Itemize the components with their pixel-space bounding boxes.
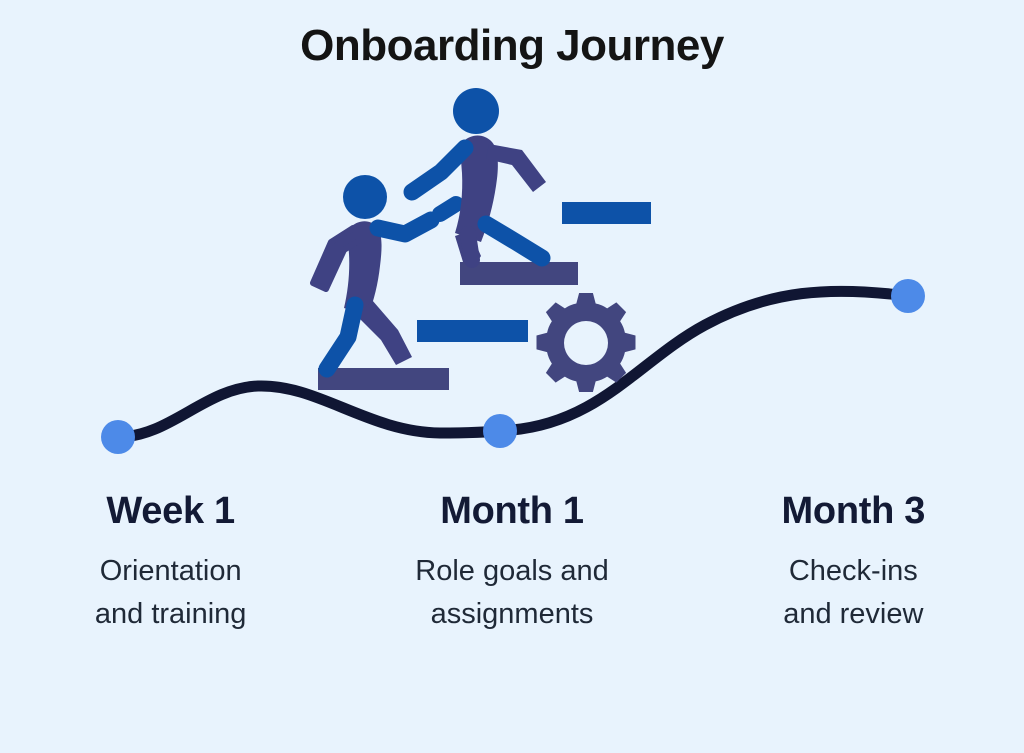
milestone-dot-month-3[interactable]	[891, 279, 925, 313]
lead-person-head	[453, 88, 499, 134]
accent-bar-left	[417, 320, 528, 342]
step-bar-high	[460, 262, 578, 285]
milestone-month-3-description: Check-ins and review	[783, 554, 924, 630]
milestone-labels-row: Week 1 Orientation and training Month 1 …	[0, 490, 1024, 672]
lead-person-helping-arm	[403, 139, 474, 201]
lead-person-figure	[403, 88, 551, 268]
lead-person-front-shin	[460, 226, 480, 268]
following-person-head	[343, 175, 387, 219]
lead-person-torso	[455, 135, 498, 242]
milestone-month-3-title: Month 3	[781, 490, 926, 532]
milestone-month-3[interactable]: Month 3 Check-ins and review	[683, 490, 1024, 672]
milestone-dot-week-1[interactable]	[101, 420, 135, 454]
milestone-month-1[interactable]: Month 1 Role goals and assignments	[341, 490, 682, 672]
lead-person-right-arm	[486, 144, 546, 192]
following-person-reaching-arm	[369, 211, 440, 243]
milestone-week-1-description: Orientation and training	[94, 554, 247, 630]
helping-hand-connection	[432, 196, 464, 222]
milestone-month-1-title: Month 1	[440, 490, 584, 532]
gear-icon	[536, 292, 636, 392]
lead-person-back-leg	[477, 215, 551, 267]
milestone-week-1[interactable]: Week 1 Orientation and training	[0, 490, 341, 672]
following-person-back-arm	[310, 225, 363, 292]
page-title: Onboarding Journey	[300, 21, 724, 70]
following-person-back-leg	[358, 300, 412, 365]
step-bar-low	[318, 368, 449, 390]
following-person-front-leg	[318, 296, 364, 378]
journey-progress-curve	[112, 285, 914, 443]
milestone-week-1-title: Week 1	[106, 490, 235, 532]
milestone-dot-month-1[interactable]	[483, 414, 517, 448]
milestone-month-1-description: Role goals and assignments	[415, 554, 609, 630]
accent-bar-right	[562, 202, 651, 224]
following-person-figure	[310, 175, 464, 378]
